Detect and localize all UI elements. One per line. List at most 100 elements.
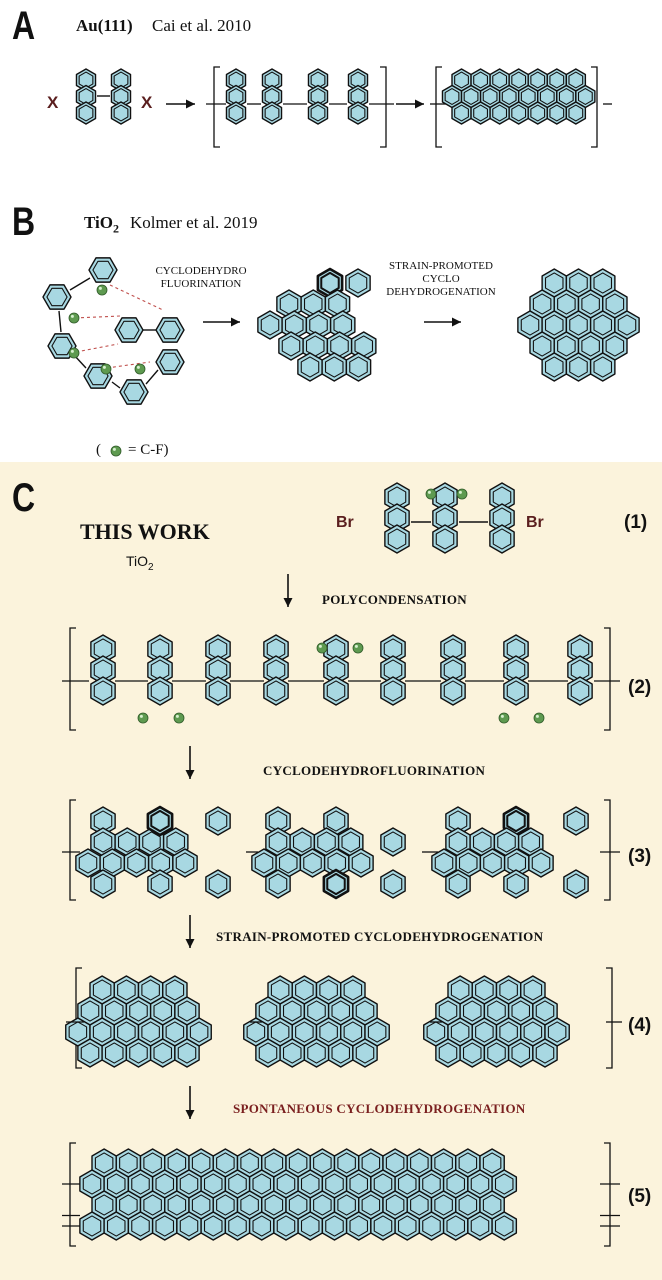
ring-inner-bond (443, 680, 463, 702)
ring-inner-bond (258, 1042, 278, 1064)
ring-inner-bond (228, 1215, 247, 1237)
fluorine-highlight (175, 714, 179, 718)
ring-inner-bond (448, 873, 468, 895)
ring-inner-bond (104, 1000, 124, 1022)
ring-inner-bond (117, 1021, 136, 1043)
ring-inner-bond (438, 1000, 458, 1022)
ring-inner-bond (191, 1152, 211, 1174)
step-polycondensation: POLYCONDENSATION (322, 592, 467, 607)
fluorine-highlight (500, 714, 504, 718)
substituent-br-right: Br (526, 514, 544, 531)
ring-inner-bond (475, 979, 494, 1001)
ring-inner-bond (313, 1194, 332, 1216)
fluorine-highlight (139, 714, 143, 718)
ring-inner-bond (454, 104, 469, 122)
ring-inner-bond (349, 1173, 369, 1195)
ring-inner-bond (179, 1173, 199, 1195)
ring-inner-bond (387, 528, 407, 550)
ring-inner-bond (300, 1215, 320, 1237)
ring-inner-bond (319, 979, 338, 1001)
ring-inner-bond (92, 979, 112, 1001)
ring-inner-bond (435, 528, 455, 550)
panel-b-substrate: TiO2 (84, 213, 119, 236)
substituent-br-left: Br (336, 514, 354, 531)
ring-inner-bond (303, 852, 322, 874)
ring-inner-bond (605, 293, 625, 315)
ring-inner-bond (292, 831, 312, 853)
ring-inner-bond (142, 831, 161, 853)
ring-inner-bond (159, 352, 181, 372)
ring-inner-bond (80, 1000, 100, 1022)
ring-inner-bond (117, 979, 136, 1001)
ring-inner-bond (93, 873, 113, 895)
ring-inner-bond (499, 1021, 518, 1043)
ring-inner-bond (331, 1042, 351, 1064)
bracket-a-poly-right (380, 66, 387, 148)
compound-number-5: (5) (628, 1186, 652, 1207)
ring-inner-bond (349, 356, 368, 378)
ring-inner-bond (282, 1042, 302, 1064)
ring-inner-bond (568, 71, 584, 89)
ring-inner-bond (216, 1194, 235, 1216)
compound-number-1: (1) (624, 512, 648, 533)
ring-inner-bond (166, 831, 186, 853)
ring-inner-bond (521, 831, 541, 853)
ring-inner-bond (520, 88, 536, 105)
ring-inner-bond (422, 1173, 441, 1195)
ring-inner-bond (472, 831, 492, 853)
bracket-c4-right (606, 967, 613, 1069)
ring-inner-bond (446, 1215, 466, 1237)
ring-inner-bond (320, 271, 340, 295)
fluorine-atom (68, 347, 80, 359)
ring-inner-bond (385, 1194, 405, 1216)
ring-inner-bond (492, 104, 508, 122)
bracket-a-gnr-right (591, 66, 598, 148)
ring-inner-bond (281, 335, 301, 357)
ring-inner-bond (288, 1194, 308, 1216)
ring-inner-bond (325, 1173, 344, 1195)
ring-inner-bond (506, 873, 526, 895)
ring-inner-bond (165, 1021, 185, 1043)
ring-inner-bond (341, 831, 361, 853)
ring-inner-bond (373, 1215, 393, 1237)
fluorine-highlight (535, 714, 539, 718)
ring-inner-bond (150, 809, 170, 833)
ring-inner-bond (557, 335, 576, 357)
ring-inner-bond (434, 852, 454, 874)
ring-inner-bond (581, 293, 600, 315)
ring-inner-bond (266, 680, 286, 702)
arrow-a1-head (186, 99, 195, 109)
ring-inner-bond (300, 1173, 320, 1195)
ring-inner-bond (264, 104, 280, 122)
fluorine-atom (533, 712, 545, 724)
fluorine-atom (173, 712, 185, 724)
ring-inner-bond (581, 335, 600, 357)
compound-number-4: (4) (628, 1015, 652, 1036)
ring-inner-bond (268, 873, 288, 895)
ring-inner-bond (530, 104, 546, 122)
ring-inner-bond (337, 1194, 356, 1216)
fluorine-highlight (427, 490, 431, 494)
ring-inner-bond (438, 1042, 458, 1064)
ring-inner-bond (270, 979, 290, 1001)
ring-inner-bond (216, 1152, 235, 1174)
bracket-c4-left (75, 967, 82, 1069)
fluorine-atom (134, 363, 146, 375)
ring-inner-bond (532, 293, 552, 315)
ring-inner-bond (106, 1215, 126, 1237)
ring-inner-bond (104, 1042, 124, 1064)
ring-inner-bond (129, 1000, 148, 1022)
ring-inner-bond (450, 1021, 470, 1043)
ring-inner-bond (532, 335, 552, 357)
ring-inner-bond (179, 1215, 199, 1237)
ring-inner-bond (300, 356, 320, 378)
ring-inner-bond (385, 1152, 405, 1174)
ring-inner-bond (450, 979, 470, 1001)
panel-c-substrate: TiO2 (126, 553, 154, 573)
panel-b-label: B (12, 200, 36, 244)
ring-inner-bond (106, 1173, 126, 1195)
ring-inner-bond (383, 873, 403, 895)
ring-inner-bond (78, 852, 98, 874)
panel-b-citation: Kolmer et al. 2019 (130, 213, 258, 232)
